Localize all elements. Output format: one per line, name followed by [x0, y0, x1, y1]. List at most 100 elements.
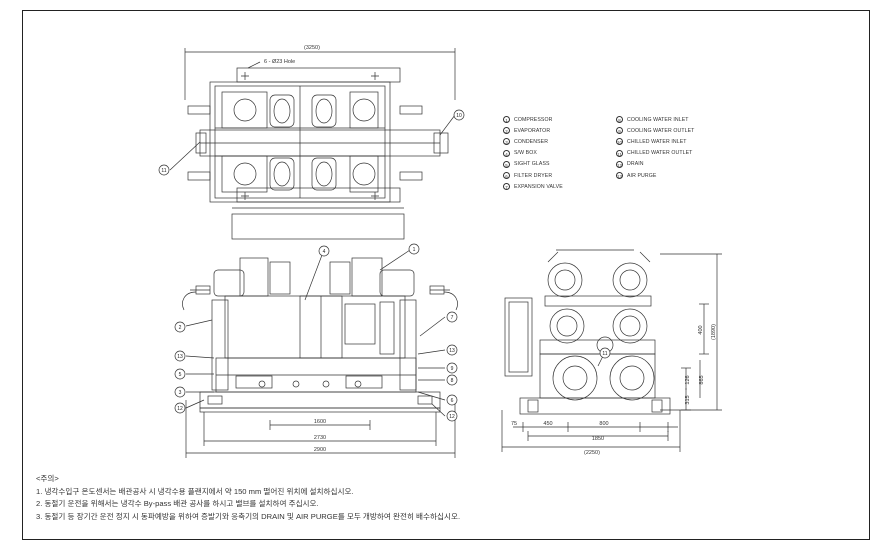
callout-circle [408, 243, 420, 255]
hole-note: 6 - Ø23 Hole [264, 59, 295, 65]
legend-item-5: 5 SIGHT GLASS [503, 159, 563, 170]
dim-front-2730: 2730 [314, 435, 326, 441]
dim-side-450: 450 [543, 421, 552, 427]
note-line-3: 3. 동절기 등 장기간 운전 정지 시 동파예방을 위하여 증발기와 응축기의… [36, 511, 461, 521]
dim-side-400: 400 [698, 325, 704, 334]
callout-front-right-5: 12 [449, 414, 455, 420]
legend-number: 9 [616, 127, 623, 135]
callout-circle [174, 402, 186, 414]
callout-side-center: 11 [602, 351, 607, 357]
legend-label: S/W BOX [514, 150, 537, 157]
legend-number: 1 [503, 116, 510, 124]
legend-label: COMPRESSOR [514, 116, 553, 123]
callout-circle [174, 368, 186, 380]
legend-label: CHILLED WATER INLET [627, 138, 687, 145]
dim-front-1600: 1600 [314, 419, 326, 425]
legend-label: SIGHT GLASS [514, 161, 550, 168]
callout-front-left-1: 13 [177, 354, 183, 360]
legend-number: 11 [616, 149, 623, 157]
legend-column-left: 1 COMPRESSOR 2 EVAPORATOR 3 CONDENSER 4 S/W BOX… [503, 114, 563, 192]
callout-circle [446, 344, 458, 356]
legend-item-8: 8 COOLING WATER INLET [616, 114, 694, 125]
legend-number: 8 [616, 116, 623, 124]
legend-label: CONDENSER [514, 138, 549, 145]
legend-label: COOLING WATER INLET [627, 116, 689, 123]
callout-front-top-1: 1 [413, 247, 416, 253]
callout-circle [446, 410, 458, 422]
legend-column-right: 8 COOLING WATER INLET 9 COOLING WATER OUTLE… [616, 114, 694, 181]
legend-label: EVAPORATOR [514, 127, 551, 134]
legend-item-4: 4 S/W BOX [503, 148, 563, 159]
legend-item-9: 9 COOLING WATER OUTLET [616, 125, 694, 136]
legend-number: 13 [616, 172, 623, 180]
legend-item-12: 12 DRAIN [616, 159, 694, 170]
dim-side-1890: (1890) [711, 324, 717, 340]
callout-front-left-3: 3 [179, 390, 182, 396]
drawing-border [22, 10, 870, 540]
dim-front-2900: 2900 [314, 447, 326, 453]
callout-circle [446, 394, 458, 406]
legend-number: 2 [503, 127, 510, 135]
legend-label: COOLING WATER OUTLET [627, 127, 695, 134]
legend-number: 7 [503, 183, 510, 191]
legend-label: CHILLED WATER OUTLET [627, 150, 693, 157]
callout-front-right-4: 6 [451, 398, 454, 404]
callout-circle [174, 350, 186, 362]
callout-top-left: 11 [161, 168, 166, 174]
callout-front-right-0: 7 [451, 315, 454, 321]
callout-circle [318, 245, 330, 257]
dim-overall-width: (3250) [304, 45, 320, 51]
callout-circle [174, 386, 186, 398]
legend-item-13: 13 AIR PURGE [616, 170, 694, 181]
legend-item-2: 2 EVAPORATOR [503, 125, 563, 136]
note-line-1: 1. 냉각수입구 온도센서는 배관공사 시 냉각수용 플랜지에서 약 150 m… [36, 486, 354, 496]
legend: 1 COMPRESSOR 2 EVAPORATOR 3 CONDENSER 4 S/W BOX… [503, 114, 743, 194]
callout-circle [446, 374, 458, 386]
legend-label: AIR PURGE [627, 172, 657, 179]
callout-circle [174, 321, 186, 333]
callout-top-right: 10 [456, 113, 462, 119]
callout-front-left-4: 12 [177, 406, 183, 412]
legend-item-10: 10 CHILLED WATER INLET [616, 136, 694, 147]
notes-heading: <주의> [36, 474, 59, 483]
callout-front-right-1: 13 [449, 348, 455, 354]
legend-label: DRAIN [627, 161, 644, 168]
front-view [182, 249, 458, 458]
side-view [501, 249, 722, 452]
callout-circle [446, 362, 458, 374]
legend-item-6: 6 FILTER DRYER [503, 170, 563, 181]
legend-number: 12 [616, 160, 623, 168]
dim-side-126: 126 [685, 375, 691, 384]
legend-number: 4 [503, 149, 510, 157]
legend-item-3: 3 CONDENSER [503, 136, 563, 147]
callout-front-right-2: 9 [451, 366, 454, 372]
dim-side-2250: (2250) [584, 450, 600, 456]
dim-side-865: 865 [699, 375, 705, 384]
callout-front-left-2: 5 [179, 372, 182, 378]
top-view-annotations: (3250) 6 - Ø23 Hole 11 10 [158, 45, 465, 176]
callout-circle [446, 311, 458, 323]
dim-side-800: 800 [599, 421, 608, 427]
legend-number: 5 [503, 160, 510, 168]
notes: <주의> 1. 냉각수입구 온도센서는 배관공사 시 냉각수용 플랜지에서 약 … [36, 473, 636, 523]
legend-number: 6 [503, 172, 510, 180]
dim-side-315: 315 [685, 395, 691, 404]
legend-item-1: 1 COMPRESSOR [503, 114, 563, 125]
callout-front-top-0: 4 [323, 249, 326, 255]
legend-label: FILTER DRYER [514, 172, 553, 179]
legend-number: 10 [616, 138, 623, 146]
callout-front-right-3: 8 [451, 378, 454, 384]
dim-side-1850: 1850 [592, 436, 604, 442]
note-line-2: 2. 동절기 운전을 위해서는 냉각수 By-pass 배관 공사를 하시고 밸… [36, 499, 319, 509]
callout-front-left-0: 2 [179, 325, 182, 331]
legend-item-11: 11 CHILLED WATER OUTLET [616, 148, 694, 159]
legend-number: 3 [503, 138, 510, 146]
front-view-annotations: 2 13 5 3 12 7 13 9 8 6 12 4 1 [174, 243, 458, 422]
legend-item-7: 7 EXPANSION VALVE [503, 181, 563, 192]
side-view-dims: 75 450 800 1850 (2250) 400 (1890) 126 86… [511, 324, 717, 456]
dim-side-75: 75 [511, 421, 517, 427]
legend-label: EXPANSION VALVE [514, 183, 563, 190]
front-view-dims: 1600 2730 2900 [314, 419, 326, 453]
